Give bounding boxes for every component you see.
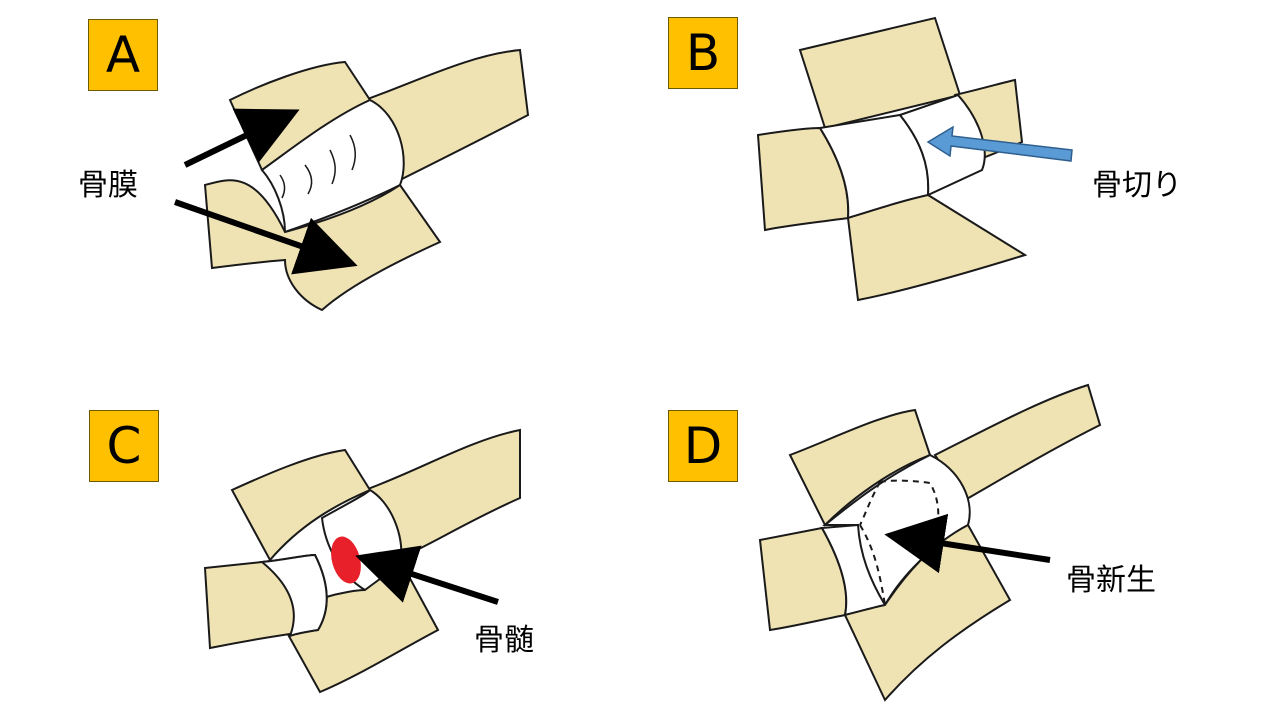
bone-distal-d [933,383,1102,502]
panel-a-illustration [174,48,530,312]
marrow-red [331,536,361,584]
arrow-periosteum-upper [183,108,300,168]
panel-d-illustration [758,383,1102,702]
panel-c-badge: C [89,410,159,482]
panel-d-badge: D [668,410,738,482]
periosteum-flap-lower-b [846,193,1028,302]
bone-distal-c [363,428,521,560]
arrow-periosteum-lower [174,199,358,275]
panel-b-badge: B [668,17,738,89]
label-bone-regeneration: 骨新生 [1066,563,1156,598]
panel-c-illustration [203,428,521,694]
label-periosteum: 骨膜 [78,168,138,203]
label-marrow: 骨髄 [474,623,534,658]
panel-b-illustration [756,16,1073,302]
label-osteotomy: 骨切り [1092,168,1182,203]
panel-a-badge: A [88,19,158,91]
arrow-osteotomy [926,125,1073,162]
periosteum-flap-lower-d [843,523,1012,702]
periosteum-striation-a [279,134,356,199]
arrow-bone-regeneration [884,513,1051,574]
arrow-marrow [355,545,499,605]
bone-proximal-c-end [259,553,328,638]
bone-distal-a [363,48,530,182]
